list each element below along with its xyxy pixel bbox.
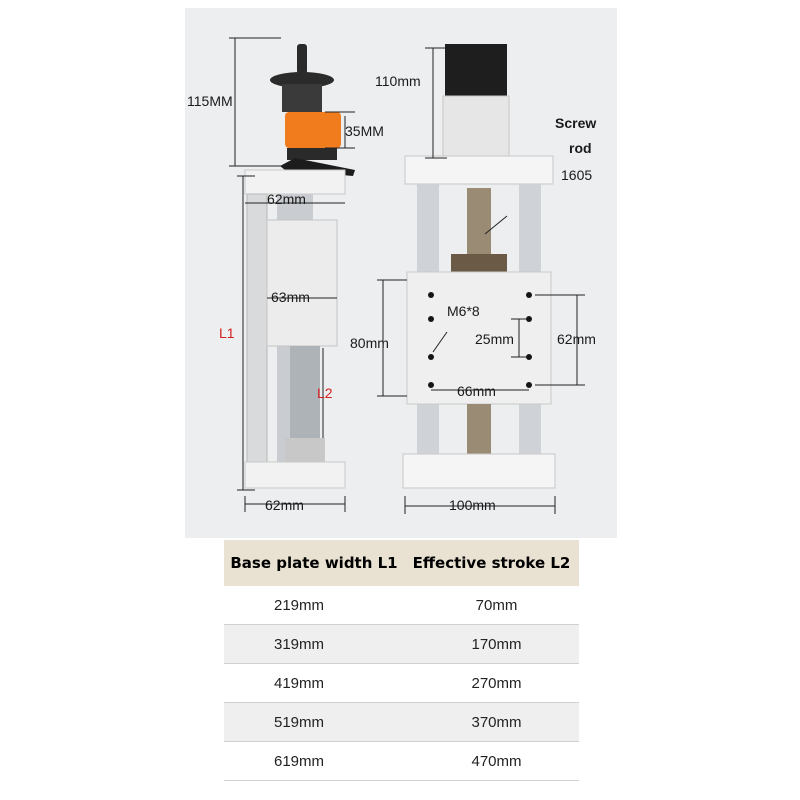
cell-l1: 419mm [273,674,325,692]
table-row: 419mm 270mm [224,664,579,703]
mounting-holes [428,292,532,388]
header-effective-stroke: Effective stroke L2 [412,554,571,572]
left-dimension-lines [229,37,355,512]
hole-span-v-label: 62mm [557,331,596,347]
screw-rod-model-label: 1605 [561,167,592,183]
base-width-right-label: 100mm [449,497,496,513]
left-module-side-view [229,37,355,512]
table-row: 619mm 470mm [224,742,579,781]
base-width-left-label: 62mm [265,497,304,513]
table-row: 219mm 70mm [224,586,579,625]
clamp-height-label: 35MM [345,123,384,139]
hole-span-h-label: 66mm [457,383,496,399]
linear-module-diagram: 115MM 35MM 110mm 62mm 63mm L1 L2 62mm Sc… [187,37,596,514]
cell-l1: 619mm [273,752,325,770]
motor-height-label: 110mm [375,73,421,89]
spec-table: Base plate width L1 Effective stroke L2 … [224,540,579,781]
handwheel-hub [282,84,322,112]
motor-mount [442,95,510,157]
cell-l2: 270mm [471,674,522,692]
handwheel-knob [297,44,307,74]
cell-l2: 370mm [471,713,522,731]
top-end-plate [244,169,346,195]
screw-nut [451,254,507,276]
top-width-left-label: 62mm [267,191,306,207]
table-header: Base plate width L1 Effective stroke L2 [224,540,579,586]
slider-block [266,219,338,347]
right-module-front-view [377,44,585,514]
l1-label: L1 [219,325,235,341]
cell-l1: 519mm [273,713,325,731]
bottom-end-plate [244,461,346,489]
cell-l2: 470mm [471,752,522,770]
l2-label: L2 [317,385,333,401]
screw-rod-label-line1: Screw [555,115,596,131]
bearing-seat [285,438,325,462]
plate-height-label: 80mm [350,335,389,351]
stepper-motor [445,44,507,98]
product-photo: 115MM 35MM 110mm 62mm 63mm L1 L2 62mm Sc… [185,8,617,538]
lower-screw-rod [467,404,491,454]
cell-l1: 219mm [273,596,325,614]
right-dimension-lines [377,47,585,514]
screw-rod-label-line2: rod [569,140,592,156]
bottom-plate [402,453,556,489]
cell-l2: 170mm [471,635,522,653]
table-row: 519mm 370mm [224,703,579,742]
lower-guide-rod [290,346,320,446]
cell-l1: 319mm [273,635,325,653]
hole-spacing-label: 25mm [475,331,514,347]
hole-spec-label: M6*8 [447,303,480,319]
left-rail [246,193,268,463]
table-row: 319mm 170mm [224,625,579,664]
handwheel-height-label: 115MM [187,93,233,109]
clamp-base [287,148,337,160]
header-base-plate-width: Base plate width L1 [230,554,398,572]
top-plate [404,155,554,185]
cell-l2: 70mm [475,596,518,614]
slider-width-label: 63mm [271,289,310,305]
orange-clamp [285,112,341,148]
